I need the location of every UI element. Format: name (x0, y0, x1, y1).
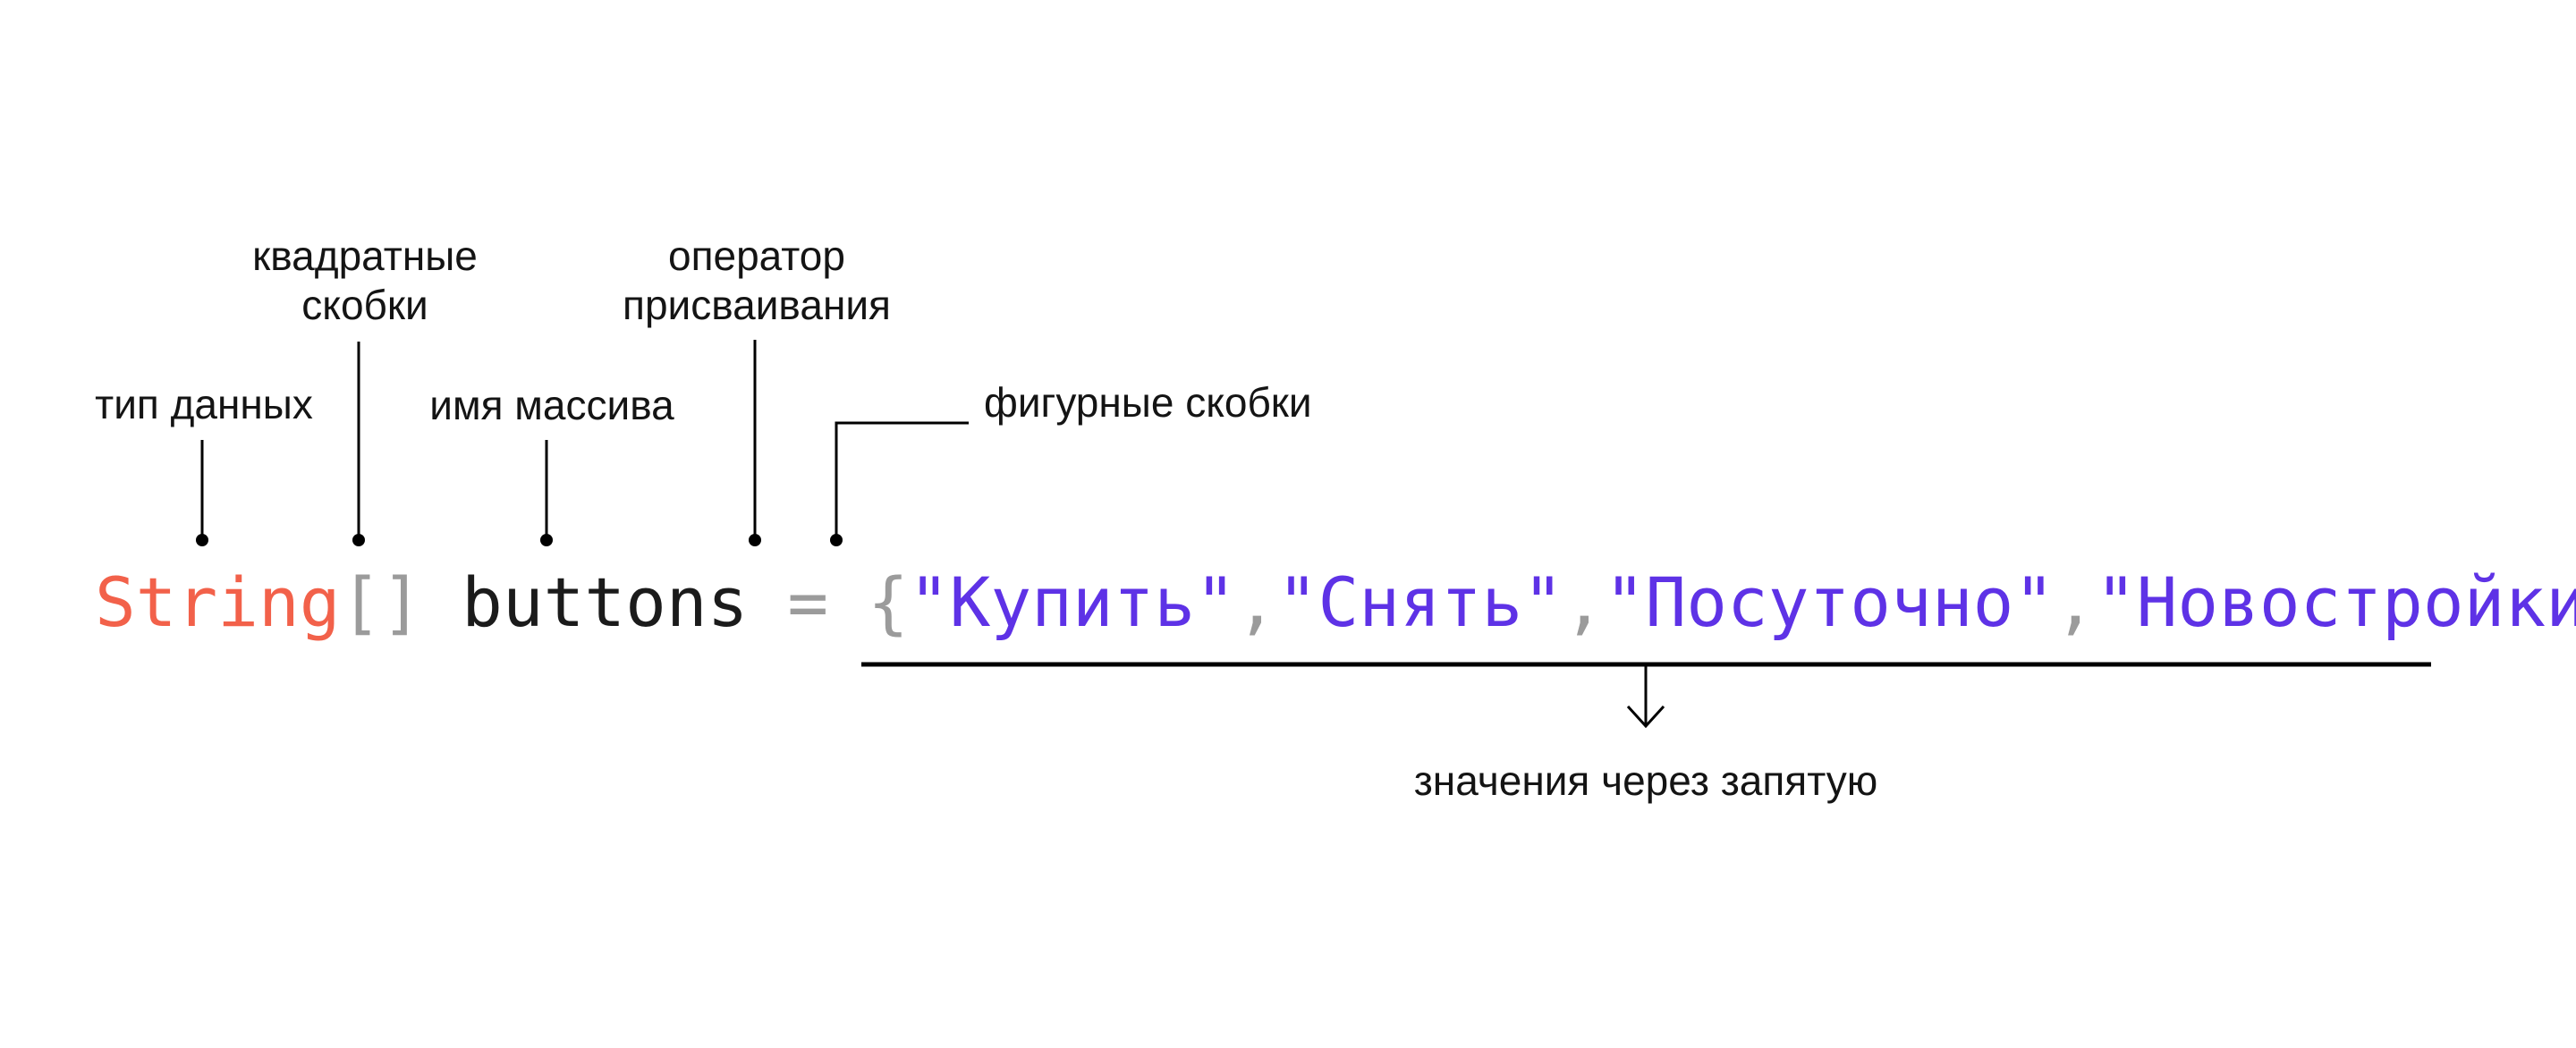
label-data-type: тип данных (95, 381, 313, 427)
code-brackets: [] (341, 562, 423, 642)
leader-brackets (352, 342, 365, 546)
label-operator-line1: оператор (668, 232, 845, 279)
label-values: значения через запятую (1414, 757, 1878, 804)
code-value-3: "Посуточно" (1605, 562, 2055, 642)
code-type: String (95, 562, 341, 642)
label-array-name: имя массива (429, 382, 674, 428)
code-separator-2: , (1563, 562, 1605, 642)
leader-operator (749, 340, 761, 546)
code-separator-1: , (1236, 562, 1277, 642)
code-array-name: buttons (462, 562, 748, 642)
label-operator-line2: присваивания (623, 282, 891, 328)
leader-array-name (540, 440, 553, 546)
code-value-1: "Купить" (909, 562, 1236, 642)
code-separator-3: , (2055, 562, 2096, 642)
label-brackets-line1: квадратные (252, 232, 478, 279)
code-open-brace: { (868, 562, 909, 642)
leader-braces (830, 421, 969, 546)
label-brackets-line2: скобки (301, 282, 428, 328)
code-value-2: "Снять" (1277, 562, 1563, 642)
code-line: String[]buttons={"Купить","Снять","Посут… (95, 562, 2576, 642)
arrow-down-icon (1626, 664, 1665, 729)
code-operator: = (787, 562, 828, 642)
code-value-4: "Новостройки" (2096, 562, 2576, 642)
label-braces: фигурные скобки (984, 379, 1312, 426)
leader-data-type (196, 440, 208, 546)
